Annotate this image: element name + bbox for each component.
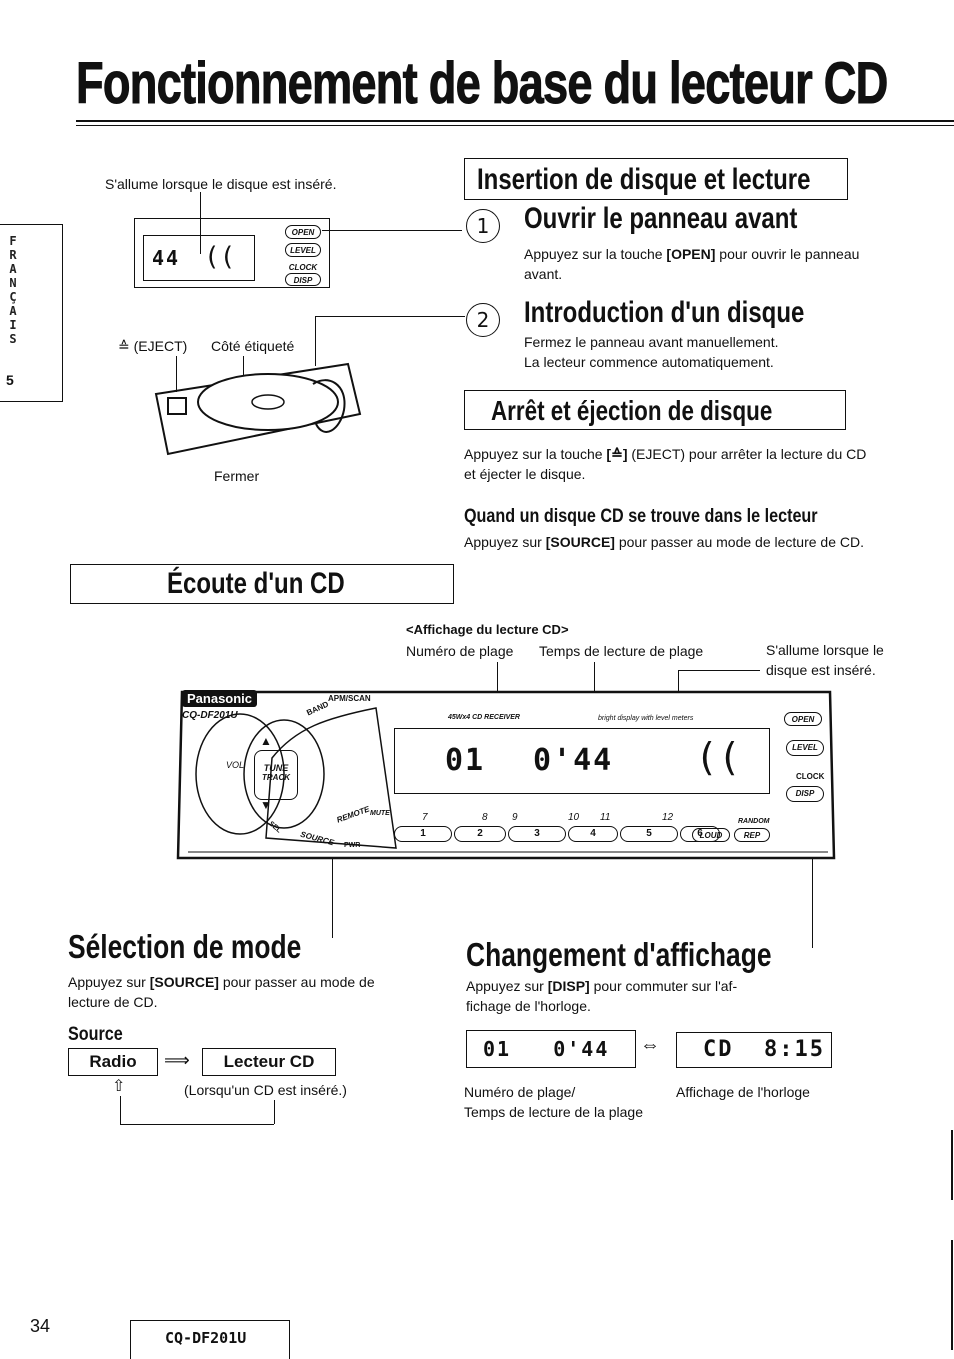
step-1-title: Ouvrir le panneau avant — [524, 202, 798, 235]
label-eject: ≙ (EJECT) — [118, 338, 188, 354]
tune-track-button[interactable]: TUNE TRACK — [254, 750, 298, 800]
disp-button-unit[interactable]: DISP — [786, 786, 824, 802]
up-arrow-icon[interactable]: ▲ — [260, 734, 272, 748]
cd-receiver-unit: Panasonic CQ-DF201U BAND APM/SCAN 45Wx4 … — [176, 688, 836, 864]
preset-3-button[interactable]: 3 — [508, 826, 566, 842]
model-label: CQ-DF201U — [182, 710, 238, 721]
source-label: Source — [68, 1024, 123, 1045]
caption-lights-top: S'allume lorsque le disque est inséré. — [105, 176, 337, 192]
eject-sub-text: Appuyez sur [SOURCE] pour passer au mode… — [464, 534, 864, 550]
selection-heading: Sélection de mode — [68, 928, 302, 965]
rep-button[interactable]: REP — [734, 828, 770, 842]
insertion-heading: Insertion de disque et lecture — [477, 163, 811, 196]
level-button[interactable]: LEVEL — [285, 243, 321, 257]
changement-heading: Changement d'affichage — [466, 936, 772, 973]
selection-text: Appuyez sur [SOURCE] pour passer au mode… — [68, 974, 375, 1010]
step-1-icon: 1 — [466, 209, 500, 243]
lcd-track-time-display: 01 0'44 — [466, 1030, 636, 1068]
label-track-number: Numéro de plage — [406, 643, 514, 659]
preset-1-button[interactable]: 1 — [394, 826, 452, 842]
mini-lcd: 44 (( — [143, 235, 255, 281]
insertion-heading-box: Insertion de disque et lecture — [464, 158, 848, 200]
label-labeled-side: Côté étiqueté — [211, 338, 295, 354]
step-2-title: Introduction d'un disque — [524, 296, 805, 329]
language-tab-number: 5 — [6, 372, 14, 388]
level-button-unit[interactable]: LEVEL — [786, 740, 824, 756]
label-lights-1: S'allume lorsque le — [766, 642, 884, 658]
caption-track-time-2: Temps de lecture de la plage — [464, 1104, 643, 1120]
caption-clock: Affichage de l'horloge — [676, 1084, 810, 1100]
eject-heading-box: Arrêt et éjection de disque — [464, 390, 846, 430]
open-button-unit[interactable]: OPEN — [784, 712, 822, 726]
step-2-text: Fermez le panneau avant manuellement. La… — [524, 334, 779, 370]
preset-2-button[interactable]: 2 — [454, 826, 506, 842]
apm-label: APM/SCAN — [328, 694, 371, 703]
eject-text: Appuyez sur la touche [≙] (EJECT) pour a… — [464, 446, 867, 482]
cd-wave-icon-unit: (( — [695, 735, 741, 779]
pwr-label: PWR — [344, 842, 361, 849]
down-arrow-icon[interactable]: ▼ — [260, 798, 272, 812]
changement-text: Appuyez sur [DISP] pour commuter sur l'a… — [466, 978, 738, 1014]
eject-sub-heading: Quand un disque CD se trouve dans le lec… — [464, 506, 818, 527]
preset-5-button[interactable]: 5 — [620, 826, 678, 842]
step-2-icon: 2 — [466, 303, 500, 337]
open-button[interactable]: OPEN — [285, 225, 321, 239]
ecoute-heading-box: Écoute d'un CD — [70, 564, 454, 604]
title-rule — [76, 120, 954, 122]
page-number: 34 — [30, 1316, 51, 1336]
flow-cd-box: Lecteur CD — [202, 1048, 336, 1076]
language-tab — [0, 224, 63, 402]
preset-4-button[interactable]: 4 — [568, 826, 618, 842]
label-track-time: Temps de lecture de plage — [539, 643, 704, 659]
ecoute-heading: Écoute d'un CD — [167, 567, 345, 600]
random-label: RANDOM — [738, 818, 770, 825]
footer-model-box: CQ-DF201U — [130, 1320, 290, 1359]
title-rule-thin — [76, 125, 954, 126]
display-label: <Affichage du lecture CD> — [406, 622, 569, 637]
flow-note: (Lorsqu'un CD est inséré.) — [184, 1082, 347, 1098]
lcd-time: 0'44 — [533, 743, 614, 778]
cd-wave-icon: (( — [204, 242, 236, 272]
lcd-clock-display: CD 8:15 — [676, 1032, 832, 1068]
page-title: Fonctionnement de base du lecteur CD — [76, 51, 889, 117]
label-lights-2: disque est inséré. — [766, 662, 876, 678]
brand-logo: Panasonic — [182, 690, 258, 707]
disc-insertion-illustration — [148, 354, 370, 466]
disp-button[interactable]: DISP — [285, 273, 321, 286]
vol-label: VOL — [226, 760, 245, 770]
step-1-text: Appuyez sur la touche [OPEN] pour ouvrir… — [524, 246, 860, 282]
caption-track-time-1: Numéro de plage/ — [464, 1084, 576, 1100]
bright-display-label: bright display with level meters — [598, 715, 694, 722]
flow-radio-box: Radio — [68, 1048, 158, 1076]
loud-button[interactable]: LOUD — [692, 828, 730, 842]
label-close: Fermer — [214, 468, 260, 484]
footer-model: CQ-DF201U — [165, 1329, 247, 1347]
main-lcd: 01 0'44 (( — [394, 728, 770, 794]
arrow-right-icon: ⟹ — [164, 1050, 190, 1070]
receiver-label: 45Wx4 CD RECEIVER — [448, 714, 520, 721]
eject-heading: Arrêt et éjection de disque — [491, 395, 773, 426]
front-panel-illustration: 44 (( OPEN LEVEL CLOCK DISP — [134, 218, 330, 288]
clock-label: CLOCK — [288, 263, 318, 272]
arrow-up-icon: ⇧ — [112, 1078, 126, 1095]
clock-label-unit: CLOCK — [796, 772, 825, 781]
lcd-track: 01 — [445, 743, 486, 778]
preset-buttons: 1 2 3 4 5 6 — [394, 826, 774, 846]
double-arrow-icon: ⇔ — [640, 1034, 660, 1056]
mute-label: MUTE — [370, 810, 390, 817]
